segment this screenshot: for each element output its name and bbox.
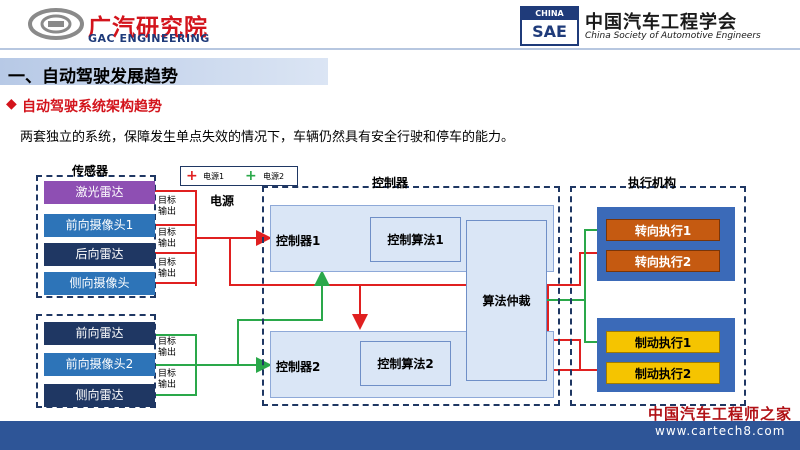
control-algorithm-2: 控制算法2	[360, 341, 451, 386]
target-output-label: 目标输出	[158, 337, 176, 359]
power2-legend-label: 电源2	[263, 172, 285, 181]
target-output-label: 目标输出	[158, 369, 176, 391]
power-legend: + 电源1 + 电源2	[180, 166, 298, 186]
header-divider	[0, 48, 800, 50]
steering-actuator-1: 转向执行1	[606, 219, 720, 241]
algorithm-arbitration: 算法仲裁	[466, 220, 547, 381]
braking-actuator-1: 制动执行1	[606, 331, 720, 353]
power1-legend-label: 电源1	[203, 172, 225, 181]
target-output-line2: 输出	[158, 239, 177, 249]
target-output-line1: 目标	[158, 337, 177, 347]
target-output-label: 目标输出	[158, 196, 176, 218]
target-output-label: 目标输出	[158, 258, 176, 280]
target-output-line2: 输出	[158, 269, 177, 279]
description: 两套独立的系统，保障发生单点失效的情况下，车辆仍然具有安全行驶和停车的能力。	[20, 130, 515, 145]
csae-name-en: China Society of Automotive Engineers	[585, 31, 761, 41]
target-output-line2: 输出	[158, 380, 177, 390]
target-output-line1: 目标	[158, 228, 177, 238]
sensor-group-1-box	[36, 175, 156, 298]
braking-actuator-2: 制动执行2	[606, 362, 720, 384]
target-output-label: 目标输出	[158, 228, 176, 250]
sensor-lidar: 激光雷达	[44, 181, 155, 204]
gac-logo-cn: 广汽研究院	[88, 15, 208, 41]
sensor-front-radar: 前向雷达	[44, 322, 155, 345]
watermark-cn: 中国汽车工程师之家	[648, 405, 793, 423]
power1-wires	[155, 190, 605, 371]
target-output-line1: 目标	[158, 196, 177, 206]
gac-logo-en: GAC ENGINEERING	[88, 32, 210, 45]
actuators-label: 执行机构	[628, 176, 677, 190]
sae-logo-icon: CHINA SAE	[520, 6, 579, 46]
target-output-line1: 目标	[158, 369, 177, 379]
control-algorithm-1: 控制算法1	[370, 217, 461, 262]
sensor-front-camera-2: 前向摄像头2	[44, 353, 155, 376]
power2-legend-icon: +	[245, 168, 257, 184]
sensor-front-camera-1: 前向摄像头1	[44, 214, 155, 237]
csae-name-cn: 中国汽车工程学会	[585, 12, 737, 33]
controllers-box	[262, 186, 560, 406]
diamond-bullet-icon: ◆	[6, 96, 17, 112]
actuators-box	[570, 186, 746, 406]
sae-logo-top: CHINA	[522, 8, 577, 20]
sensor-group-2-box	[36, 314, 156, 408]
controllers-label: 控制器	[372, 176, 409, 190]
sae-logo-bottom: SAE	[532, 22, 567, 41]
sensor-rear-radar: 后向雷达	[44, 243, 155, 266]
target-output-line1: 目标	[158, 258, 177, 268]
gac-logo-icon	[28, 8, 84, 40]
power-label: 电源	[210, 194, 235, 208]
subtitle: 自动驾驶系统架构趋势	[22, 99, 162, 115]
sensors-label: 传感器	[72, 164, 109, 178]
controller-2-label: 控制器2	[276, 360, 321, 374]
section-title: 一、自动驾驶发展趋势	[8, 67, 178, 87]
sensor-side-radar: 侧向雷达	[44, 384, 155, 407]
footer-band	[0, 421, 800, 450]
steering-actuator-2: 转向执行2	[606, 250, 720, 272]
section-title-band	[0, 58, 328, 85]
power1-legend-icon: +	[186, 168, 198, 184]
sensor-side-camera: 侧向摄像头	[44, 272, 155, 295]
target-output-line2: 输出	[158, 207, 177, 217]
watermark-url: www.cartech8.com	[655, 424, 786, 438]
target-output-line2: 输出	[158, 348, 177, 358]
controller-1-label: 控制器1	[276, 234, 321, 248]
